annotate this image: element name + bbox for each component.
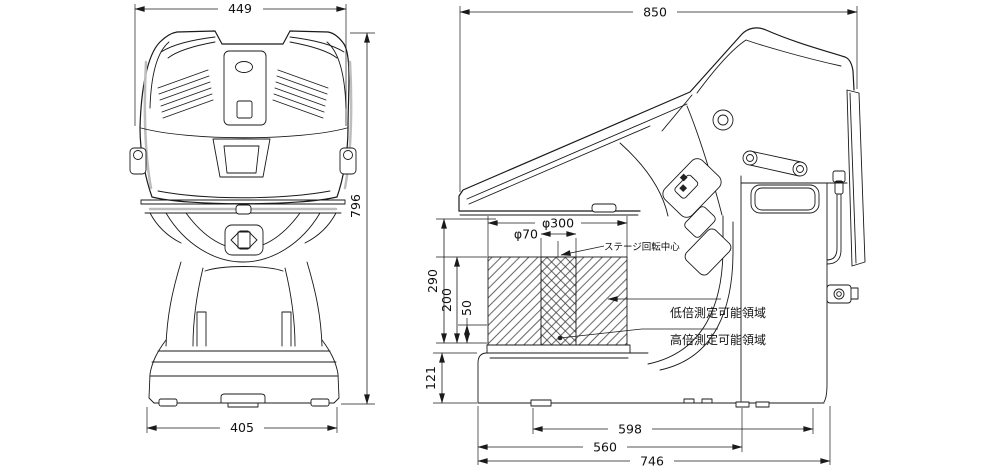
dim-front-height: 796 [348, 194, 363, 218]
dim-side-width-top: 850 [643, 5, 667, 20]
front-left-ear [129, 147, 147, 175]
dim-high-mag-diameter: φ70 [514, 227, 538, 242]
front-right-vents [272, 69, 329, 119]
handle [742, 150, 808, 177]
front-left-vents [157, 69, 214, 119]
high-mag-region [540, 256, 577, 346]
lens-unit [662, 158, 732, 276]
rear-connector [826, 284, 859, 304]
focus-knob [712, 109, 734, 131]
dim-290: 290 [425, 269, 440, 293]
front-view-dimensions: 449 796 405 [134, 1, 375, 435]
side-view-labels: ステージ回転中心 低倍測定可能領域 高倍測定可能領域 [557, 241, 766, 347]
rear-panel [846, 89, 866, 267]
front-left-foot [158, 398, 178, 407]
dim-746: 746 [640, 454, 664, 469]
side-front-foot [530, 399, 552, 407]
label-stage-rotation-center: ステージ回転中心 [604, 241, 680, 253]
accessory-tray [750, 184, 820, 214]
dim-121: 121 [423, 366, 438, 390]
cable [826, 170, 846, 265]
front-right-ear [339, 147, 357, 175]
front-right-foot [310, 398, 330, 407]
dim-200: 200 [439, 288, 454, 312]
side-view [458, 27, 866, 408]
label-high-mag-area: 高倍測定可能領域 [670, 332, 766, 347]
front-view [129, 30, 357, 408]
dim-50: 50 [459, 300, 474, 316]
front-panel-oval [235, 61, 253, 73]
dim-stage-diameter: φ300 [542, 216, 574, 231]
label-low-mag-area: 低倍測定可能領域 [670, 305, 766, 320]
front-panel-button [236, 100, 253, 119]
dim-front-width-top: 449 [228, 1, 252, 16]
dim-front-width-base: 405 [230, 420, 254, 435]
front-stage-knob [224, 224, 264, 256]
dim-598: 598 [618, 422, 642, 437]
front-head-outline [139, 30, 350, 205]
front-center-panel [223, 50, 267, 126]
side-view-dimensions: 850 φ300 φ70 290 200 50 121 598 560 [423, 5, 858, 469]
side-body-outline [458, 27, 855, 212]
side-underside-tab [591, 203, 617, 213]
dim-560: 560 [593, 440, 617, 455]
